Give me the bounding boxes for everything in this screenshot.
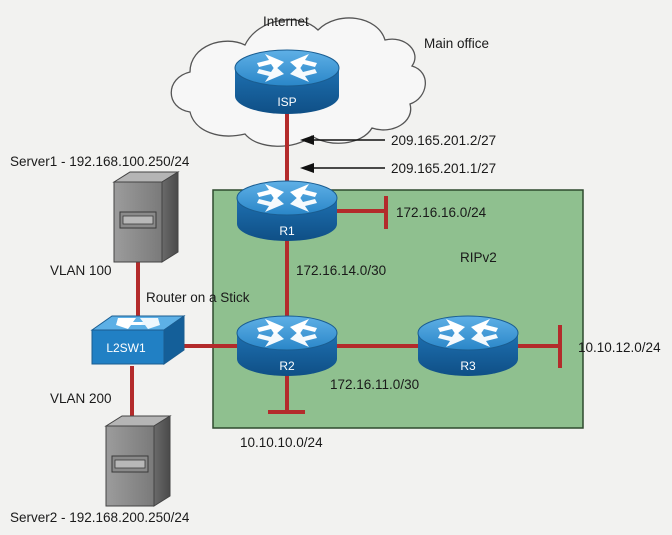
internet-label: Internet <box>263 14 309 29</box>
isp-label: ISP <box>277 95 296 109</box>
r2-r3-subnet-label: 172.16.11.0/30 <box>330 377 419 392</box>
isp-address-arrowhead <box>300 135 314 145</box>
r3-lan-label: 10.10.12.0/24 <box>578 340 661 355</box>
isp-router-icon <box>234 49 340 114</box>
r3-label: R3 <box>460 359 476 373</box>
r2-lan-label: 10.10.10.0/24 <box>240 435 323 450</box>
r3-router-icon <box>417 315 519 376</box>
address-arrows <box>300 135 385 173</box>
vlan200-label: VLAN 200 <box>50 391 112 406</box>
server1-label: Server1 - 192.168.100.250/24 <box>10 154 190 169</box>
r1-lan-label: 172.16.16.0/24 <box>396 205 487 220</box>
r1-router-icon <box>236 180 338 241</box>
r2-label: R2 <box>279 359 295 373</box>
server1-icon <box>112 171 180 263</box>
links <box>130 110 562 420</box>
r1-address-arrowhead <box>300 163 314 173</box>
switch-icon <box>90 315 186 365</box>
r1-label: R1 <box>279 224 295 238</box>
server2-label: Server2 - 192.168.200.250/24 <box>10 510 190 525</box>
isp-address-label: 209.165.201.2/27 <box>391 133 496 148</box>
r2-router-icon <box>236 315 338 376</box>
main-office-label: Main office <box>424 36 489 51</box>
r1-r2-subnet-label: 172.16.14.0/30 <box>296 263 386 278</box>
r1-address-label: 209.165.201.1/27 <box>391 161 496 176</box>
ripv2-label: RIPv2 <box>460 250 497 265</box>
server2-icon <box>104 415 172 507</box>
router-on-stick-label: Router on a Stick <box>146 290 250 305</box>
vlan100-label: VLAN 100 <box>50 263 112 278</box>
switch-label: L2SW1 <box>106 341 146 355</box>
